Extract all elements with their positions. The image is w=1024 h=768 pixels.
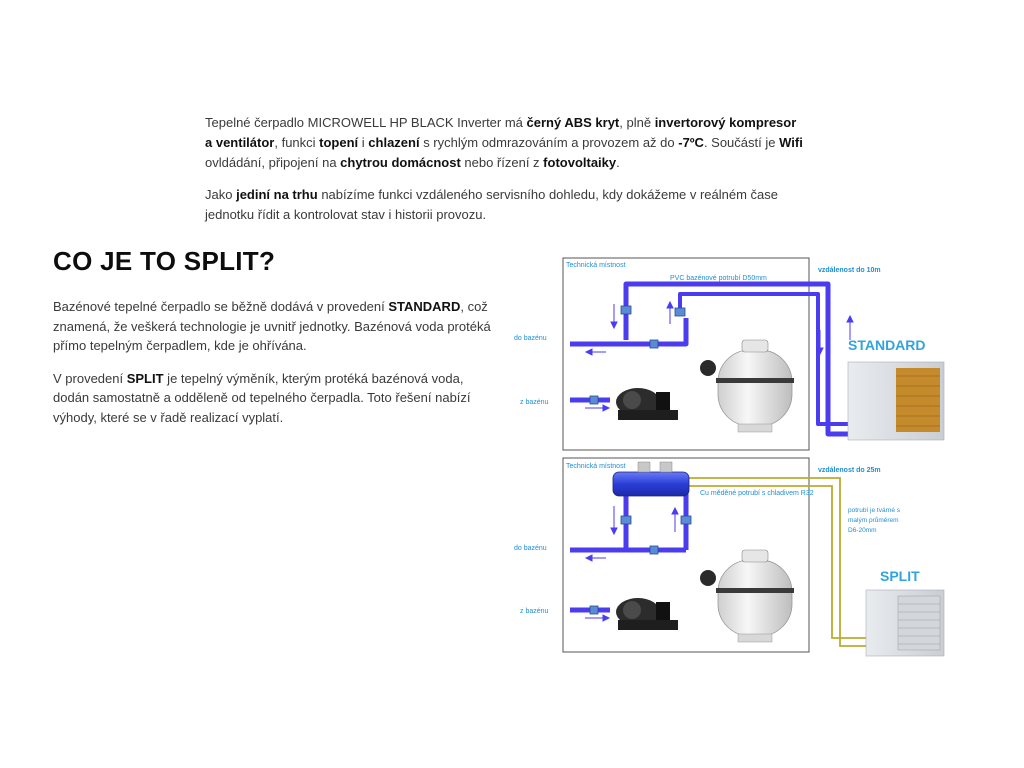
standard-vs-split-diagram: Technická místnost PVC bazénové potrubí … [510, 250, 950, 680]
intro-text: Tepelné čerpadlo MICROWELL HP BLACK Inve… [205, 113, 805, 237]
note-line-1: potrubí je tvárné s [848, 507, 901, 514]
heat-exchanger-icon [612, 461, 690, 497]
pipe-label: PVC bazénové potrubí D50mm [670, 275, 767, 282]
distance-label: vzdálenost do 25m [818, 467, 881, 474]
intro-paragraph-1: Tepelné čerpadlo MICROWELL HP BLACK Inve… [205, 115, 803, 170]
intro-paragraph-2: Jako jediní na trhu nabízíme funkci vzdá… [205, 187, 779, 222]
technical-room-box [562, 457, 810, 653]
technical-room-label: Technická místnost [566, 262, 626, 269]
split-scheme: Technická místnost Cu měděné potrubí s c… [514, 457, 945, 657]
sand-filter-icon [700, 549, 794, 643]
section-heading: CO JE TO SPLIT? [53, 246, 276, 276]
technical-room-label: Technická místnost [566, 463, 626, 470]
valve-icon [589, 305, 686, 405]
to-pool-label: do bazénu [514, 545, 547, 552]
pool-pump-icon [616, 388, 678, 420]
standard-heat-pump-icon [847, 361, 945, 441]
copper-refrigerant-lines [688, 477, 886, 647]
water-pipes [570, 486, 689, 613]
split-section: CO JE TO SPLIT? Bazénové tepelné čerpadl… [53, 246, 493, 440]
copper-pipe-label: Cu měděné potrubí s chladivem R32 [700, 490, 814, 497]
sand-filter-icon [700, 339, 794, 433]
to-pool-label: do bazénu [514, 335, 547, 342]
from-pool-label: z bazénu [520, 608, 549, 615]
standard-unit-label: STANDARD [848, 337, 926, 353]
flow-arrow-icon [584, 300, 854, 412]
valve-icon [589, 515, 692, 615]
pool-pump-icon [616, 598, 678, 630]
technical-room-box [562, 257, 810, 451]
split-unit-label: SPLIT [880, 568, 920, 584]
standard-scheme: Technická místnost PVC bazénové potrubí … [514, 257, 945, 451]
split-heat-pump-icon [865, 589, 945, 657]
from-pool-label: z bazénu [520, 399, 549, 406]
note-line-2: malým průměrem [848, 516, 899, 524]
section-paragraph-2: V provedení SPLIT je tepelný výměník, kt… [53, 370, 471, 425]
section-paragraph-1: Bazénové tepelné čerpadlo se běžně dodáv… [53, 299, 491, 353]
note-line-3: D6-20mm [848, 527, 877, 534]
distance-label: vzdálenost do 10m [818, 267, 881, 274]
flow-arrow-icon [584, 506, 679, 622]
